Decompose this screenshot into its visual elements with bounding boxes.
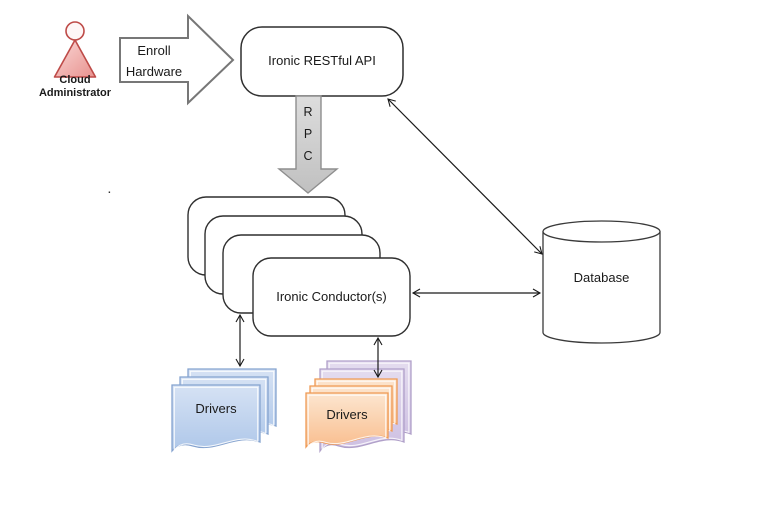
conductor-stack [187, 196, 411, 337]
rpc-arrow [277, 95, 339, 194]
drivers-orange-label: Drivers [326, 406, 368, 422]
conductor-box-label: Ironic Conductor(s) [276, 288, 387, 304]
enroll-label-line2: Hardware [125, 64, 183, 79]
drivers-blue-label: Drivers [195, 400, 237, 416]
rpc-letter-c: C [303, 149, 313, 163]
enroll-hardware-label: Enroll Hardware [119, 40, 189, 82]
cloud-admin-label: Cloud Administrator [18, 74, 132, 100]
cloud-admin-label-line2: Administrator [38, 87, 112, 99]
cloud-admin-icon [53, 21, 97, 78]
api-box-label: Ironic RESTful API [268, 53, 376, 69]
conductor-box-1 [252, 257, 411, 337]
database-label: Database [573, 269, 630, 285]
database-cylinder [542, 220, 661, 344]
rpc-letter-p: P [303, 127, 313, 141]
cloud-admin-label-line1: Cloud [59, 74, 91, 86]
api-box-shape [240, 26, 404, 97]
person-head [65, 21, 85, 41]
rpc-letter-r: R [303, 105, 313, 119]
rpc-label: R P C [298, 101, 318, 167]
person-body [53, 39, 97, 78]
enroll-hardware-arrow [119, 13, 235, 106]
arrow-api-database [387, 98, 543, 255]
enroll-label-line1: Enroll [137, 43, 171, 58]
stray-period-mark: . [108, 185, 111, 196]
